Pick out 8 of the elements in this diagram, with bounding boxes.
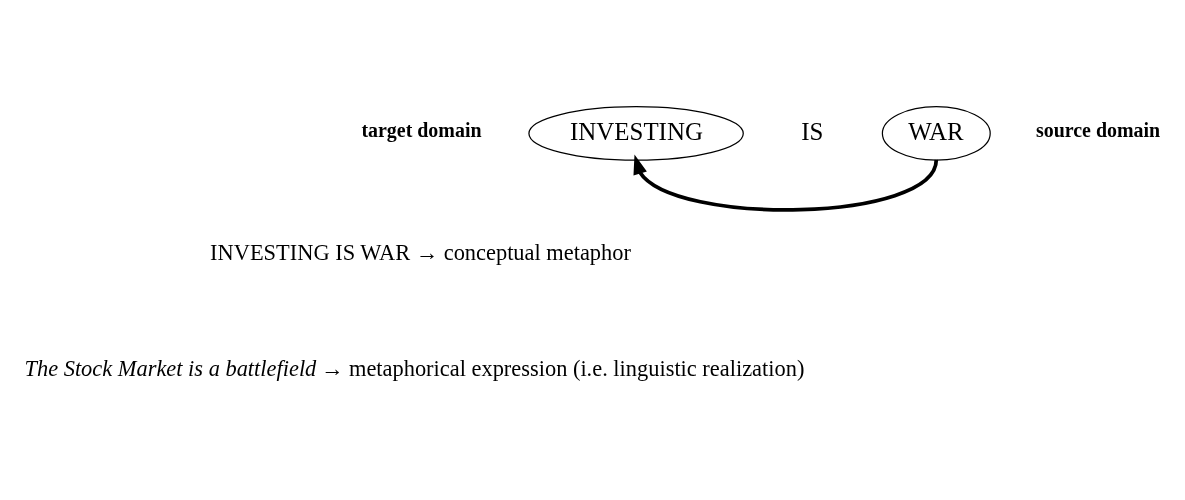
node-label: target domain — [361, 118, 482, 141]
label: IS — [801, 117, 824, 145]
label: INVESTING IS WAR → conceptual metaphor — [210, 239, 631, 265]
node-ellipse: WAR — [881, 105, 991, 161]
node-ellipse: INVESTING — [528, 105, 744, 161]
label: The Stock Market is a battlefield → metaphorical expression (i.e. linguistic realization) — [24, 355, 805, 381]
arrow — [633, 153, 939, 211]
node-label: source domain — [1035, 118, 1161, 141]
